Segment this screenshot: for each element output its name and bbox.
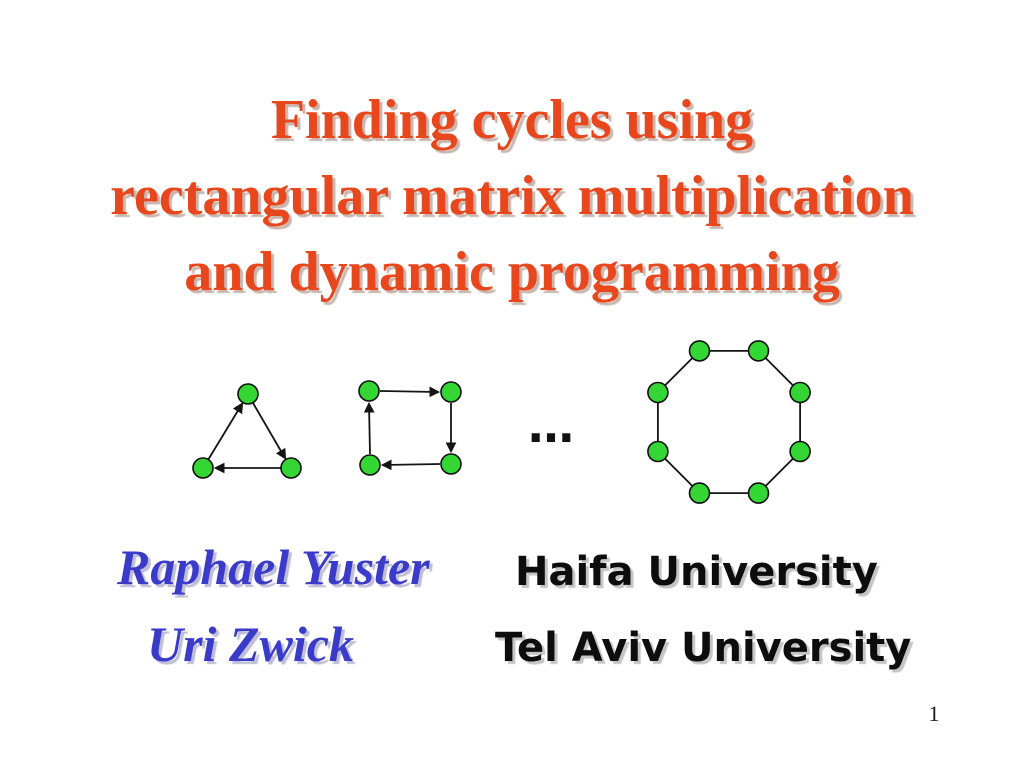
- octagon-graph: [647, 340, 811, 504]
- graph-node: [688, 340, 711, 362]
- graph-node: [280, 457, 302, 479]
- graph-node: [237, 383, 259, 405]
- slide-title: Finding cycles using rectangular matrix …: [0, 82, 1024, 310]
- slide-number: 1: [928, 701, 940, 726]
- graph-node: [359, 454, 381, 476]
- author-name: Uri Zwick: [147, 616, 354, 672]
- slide-title-line: and dynamic programming: [184, 241, 840, 303]
- graph-node: [747, 340, 770, 362]
- graph-node: [789, 381, 811, 404]
- graph-node: [789, 440, 811, 463]
- edge-arrow: [380, 459, 441, 471]
- author-affiliation: Haifa University: [515, 549, 878, 595]
- edge-arrow: [363, 401, 375, 455]
- graph-node: [192, 457, 214, 479]
- edge-arrow: [379, 386, 441, 398]
- edge-arrow: [252, 402, 287, 460]
- graph-node: [358, 380, 380, 402]
- graph-node: [440, 453, 462, 475]
- graph-node: [747, 482, 770, 504]
- slide-title-line: rectangular matrix multiplication: [110, 165, 914, 227]
- author-name: Raphael Yuster: [117, 539, 430, 595]
- graph-node: [688, 482, 711, 504]
- triangle-graph: [192, 383, 302, 479]
- author-affiliation: Tel Aviv University: [495, 625, 912, 671]
- octagon-edges: [657, 349, 801, 495]
- edge-arrow: [207, 402, 244, 461]
- cycle-graphs-figure: [192, 340, 811, 504]
- graph-node: [647, 381, 669, 404]
- graph-node: [440, 381, 462, 403]
- square-graph: [358, 380, 462, 476]
- slide-title-line: Finding cycles using: [270, 89, 754, 151]
- ellipsis-text: …: [528, 399, 574, 453]
- graph-node: [647, 440, 669, 463]
